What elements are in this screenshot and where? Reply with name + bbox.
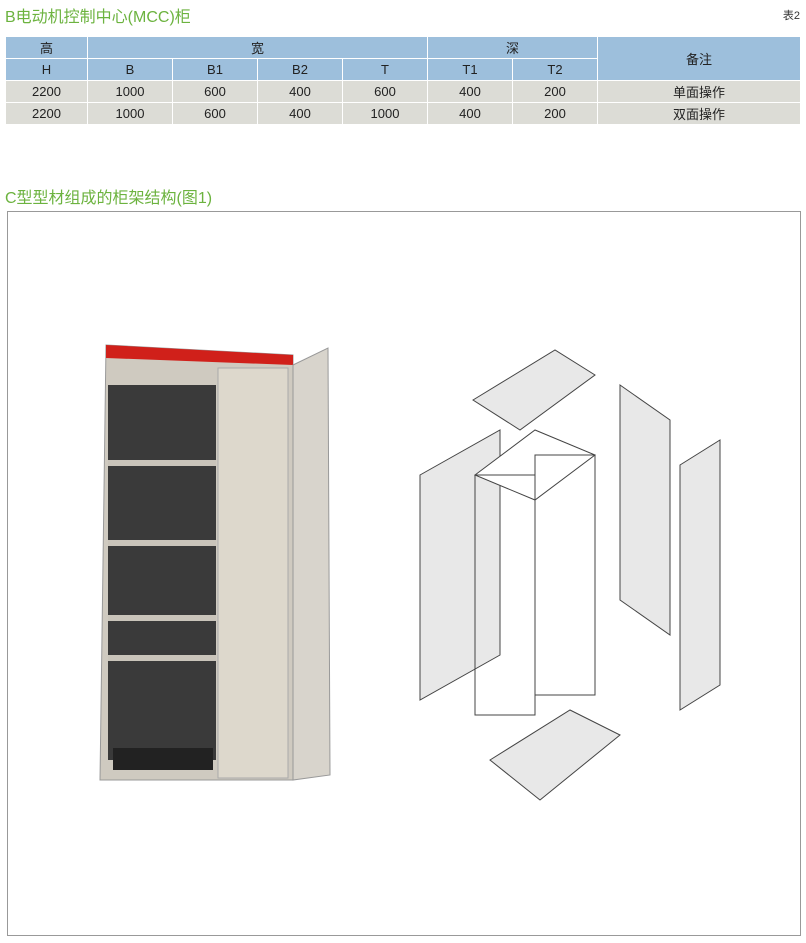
header-b1: B1 [172, 58, 258, 81]
exploded-frame-diagram [419, 349, 721, 801]
cabinet-photo [99, 344, 331, 781]
table-label: 表2 [782, 10, 800, 22]
cell: 400 [257, 102, 343, 125]
header-depth: 深 [427, 36, 598, 59]
cell: 双面操作 [597, 102, 801, 125]
cell: 2200 [5, 102, 88, 125]
header-t: T [342, 58, 428, 81]
header-t2: T2 [512, 58, 598, 81]
top-cover [472, 349, 596, 431]
cell: 600 [172, 80, 258, 103]
cell: 400 [427, 102, 513, 125]
figure-frame [7, 211, 801, 936]
door-panel [679, 439, 721, 711]
header-remarks: 备注 [597, 36, 801, 81]
cell: 单面操作 [597, 80, 801, 103]
section-title-mcc: B电动机控制中心(MCC)柜 [5, 9, 191, 26]
cell: 600 [342, 80, 428, 103]
table-group-header-row: 高 宽 深 备注 [5, 36, 801, 81]
cell: 1000 [87, 80, 173, 103]
side-panel-left [419, 429, 501, 701]
cell: 400 [427, 80, 513, 103]
cell: 200 [512, 102, 598, 125]
header-height: 高 [5, 36, 88, 59]
section-title-frame: C型型材组成的柜架结构(图1) [5, 190, 213, 207]
cell: 400 [257, 80, 343, 103]
base-plate [489, 709, 621, 801]
side-panel-right [619, 384, 671, 636]
cell: 600 [172, 102, 258, 125]
header-width: 宽 [87, 36, 428, 59]
cell: 1000 [342, 102, 428, 125]
header-b2: B2 [257, 58, 343, 81]
cell: 200 [512, 80, 598, 103]
header-h: H [5, 58, 88, 81]
header-t1: T1 [427, 58, 513, 81]
cell: 2200 [5, 80, 88, 103]
header-b: B [87, 58, 173, 81]
cell: 1000 [87, 102, 173, 125]
